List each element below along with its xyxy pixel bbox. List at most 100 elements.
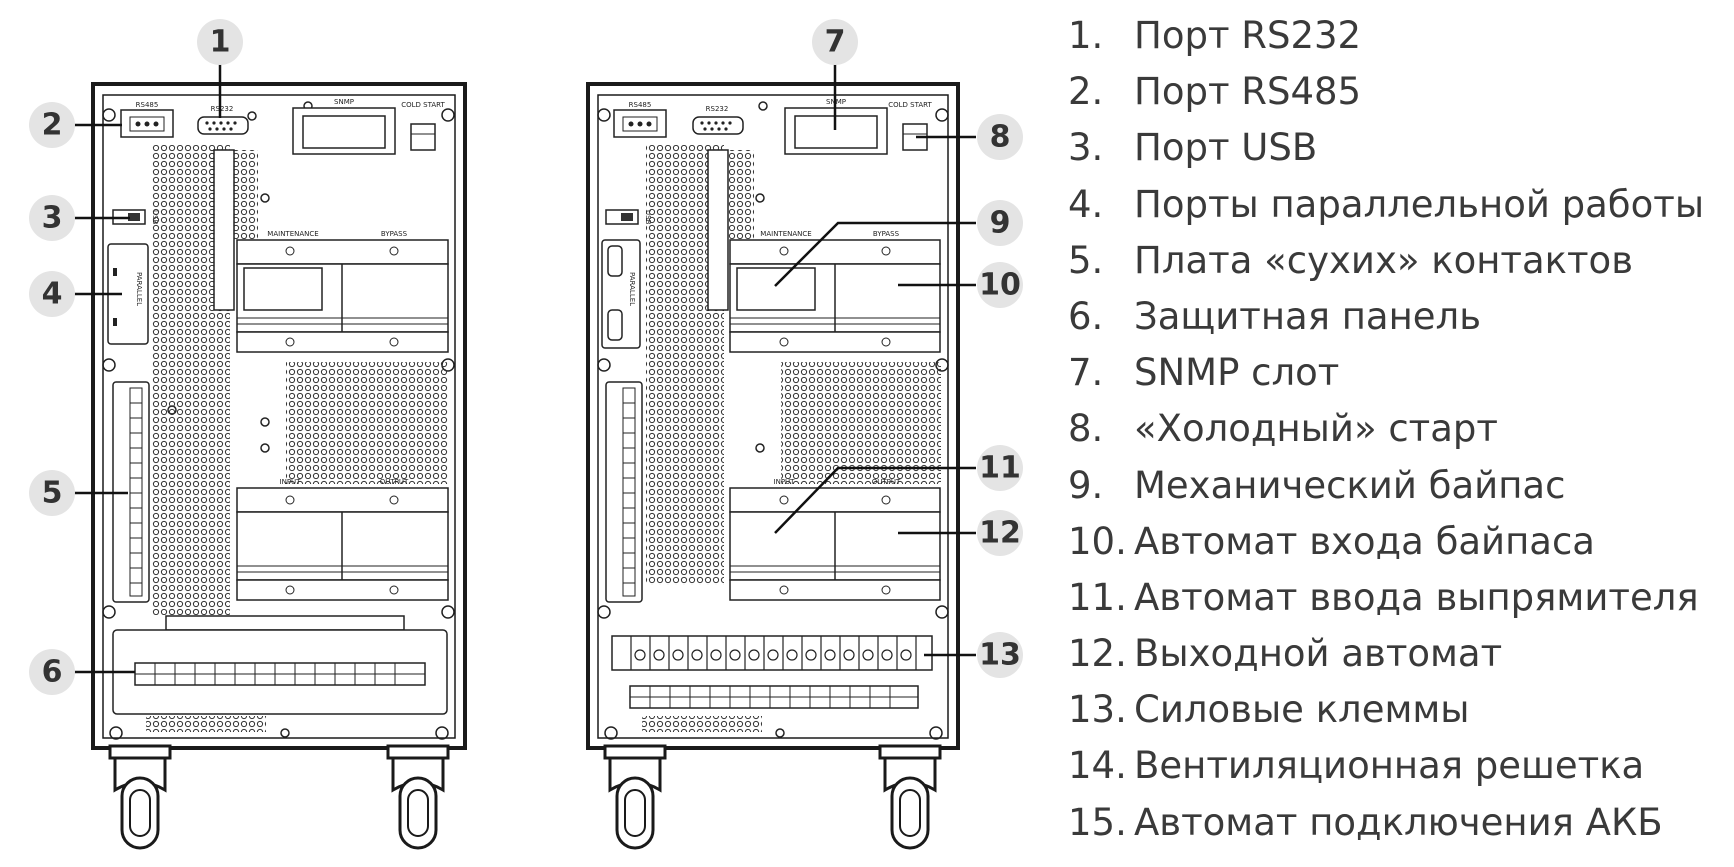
rs232-label-2: RS232: [706, 105, 729, 113]
badge-8: 8: [977, 114, 1023, 160]
legend-number: 14.: [1068, 744, 1127, 788]
rs232-label: RS232: [211, 105, 234, 113]
svg-text:7: 7: [825, 25, 846, 60]
legend-number: 13.: [1068, 688, 1127, 732]
legend-item: 2. Порт RS485: [1068, 70, 1728, 126]
legend-number: 8.: [1068, 407, 1104, 451]
legend-text: SNMP слот: [1134, 351, 1340, 395]
output-label-2: OUTPUT: [872, 478, 901, 486]
legend-number: 2.: [1068, 70, 1104, 114]
legend-number: 7.: [1068, 351, 1104, 395]
badge-11: 11: [977, 445, 1023, 491]
legend-text: Порты параллельной работы: [1134, 182, 1705, 226]
svg-text:5: 5: [42, 476, 63, 511]
svg-text:2: 2: [42, 108, 63, 143]
svg-text:6: 6: [42, 655, 63, 690]
legend-number: 6.: [1068, 294, 1104, 338]
legend-text: Автомат ввода выпрямителя: [1134, 575, 1699, 619]
legend-text: Защитная панель: [1134, 294, 1482, 338]
caster-right-2: [878, 744, 942, 850]
legend-number: 5.: [1068, 238, 1104, 282]
badge-1: 1: [197, 19, 243, 65]
svg-text:11: 11: [979, 451, 1021, 486]
legend-text: Выходной автомат: [1134, 632, 1503, 676]
badge-4: 4: [29, 271, 75, 317]
cold-start-label-2: COLD START: [888, 101, 932, 109]
bypass-label: BYPASS: [381, 230, 408, 238]
power-terminals: [611, 635, 933, 709]
legend-text: Автомат подключения АКБ: [1134, 800, 1663, 844]
badge-10: 10: [977, 262, 1023, 308]
caster-left-2: [386, 744, 450, 850]
legend-item: 7. SNMP слот: [1068, 351, 1728, 407]
badge-3: 3: [29, 195, 75, 241]
svg-text:12: 12: [979, 516, 1021, 551]
svg-text:10: 10: [979, 268, 1021, 303]
legend-item: 1. Порт RS232: [1068, 14, 1728, 70]
svg-text:8: 8: [990, 120, 1011, 155]
legend-list: 1. Порт RS232 2. Порт RS485 3. Порт USB 4. П…: [1068, 14, 1728, 857]
legend-item: 8. «Холодный» старт: [1068, 407, 1728, 463]
maintenance-label-2: MAINTENANCE: [760, 230, 811, 238]
breaker-block-bottom-left: INPUT OUTPUT: [236, 478, 449, 601]
caster-left-1: [108, 744, 172, 850]
badge-6: 6: [29, 649, 75, 695]
badge-5: 5: [29, 470, 75, 516]
legend-item: 9. Механический байпас: [1068, 464, 1728, 520]
legend-text: Порт RS232: [1134, 14, 1362, 57]
legend-text: «Холодный» старт: [1134, 407, 1498, 451]
legend-number: 15.: [1068, 800, 1127, 844]
callout-lines: [74, 63, 976, 674]
ups-unit-left: RS485 RS232 SNMP COLD START USB PARALLEL…: [91, 82, 467, 850]
legend-number: 11.: [1068, 575, 1127, 619]
legend-number: 10.: [1068, 519, 1127, 563]
cold-start-label: COLD START: [401, 101, 445, 109]
badge-9: 9: [977, 200, 1023, 246]
legend-number: 4.: [1068, 182, 1104, 226]
breaker-block-top-left: MAINTENANCE BYPASS: [236, 230, 449, 353]
bypass-label-2: BYPASS: [873, 230, 900, 238]
legend-text: Плата «сухих» контактов: [1134, 238, 1633, 282]
legend-number: 1.: [1068, 14, 1104, 57]
parallel-label-2: PARALLEL: [628, 272, 636, 306]
vent-grille-right-2: [781, 362, 941, 484]
callout-badges: 1 2 3 4 5 6 7 8 9 10 11 12 13: [29, 19, 1023, 695]
ups-rear-diagram: RS485 RS232 SNMP COLD START USB PARALLEL…: [29, 19, 1023, 850]
svg-text:13: 13: [979, 638, 1021, 673]
legend-item: 14.Вентиляционная решетка: [1068, 744, 1728, 800]
breaker-block-bottom-right: INPUT OUTPUT: [729, 478, 941, 601]
caster-right-1: [603, 744, 667, 850]
legend-text: Силовые клеммы: [1134, 688, 1470, 732]
input-label-2: INPUT: [774, 478, 796, 486]
svg-text:4: 4: [42, 277, 63, 312]
legend-text: Порт USB: [1134, 126, 1318, 170]
legend-item: 3. Порт USB: [1068, 126, 1728, 182]
legend-item: 4. Порты параллельной работы: [1068, 183, 1728, 239]
ups-unit-right: RS485 RS232 SNMP COLD START USB PARALLEL…: [586, 82, 960, 850]
maintenance-label: MAINTENANCE: [267, 230, 318, 238]
svg-text:3: 3: [42, 201, 63, 236]
snmp-label: SNMP: [334, 98, 354, 106]
legend-text: Порт RS485: [1134, 70, 1362, 114]
output-label: OUTPUT: [380, 478, 409, 486]
legend-text: Механический байпас: [1134, 463, 1566, 507]
legend-text: Вентиляционная решетка: [1134, 744, 1645, 788]
legend-number: 3.: [1068, 126, 1104, 170]
legend-item: 12.Выходной автомат: [1068, 632, 1728, 688]
legend-item: 11.Автомат ввода выпрямителя: [1068, 576, 1728, 632]
badge-12: 12: [977, 510, 1023, 556]
parallel-label: PARALLEL: [135, 272, 143, 306]
legend-item: 10.Автомат входа байпаса: [1068, 520, 1728, 576]
badge-13: 13: [977, 632, 1023, 678]
legend-number: 12.: [1068, 632, 1127, 676]
legend-text: Автомат входа байпаса: [1134, 519, 1595, 563]
breaker-block-top-right: MAINTENANCE BYPASS: [729, 230, 941, 353]
dry-contact-board-right: [605, 381, 643, 603]
legend-item: 6. Защитная панель: [1068, 295, 1728, 351]
svg-text:9: 9: [990, 206, 1011, 241]
svg-text:1: 1: [210, 25, 231, 60]
legend-number: 9.: [1068, 463, 1104, 507]
badge-2: 2: [29, 102, 75, 148]
legend-item: 5. Плата «сухих» контактов: [1068, 239, 1728, 295]
input-label: INPUT: [280, 478, 302, 486]
